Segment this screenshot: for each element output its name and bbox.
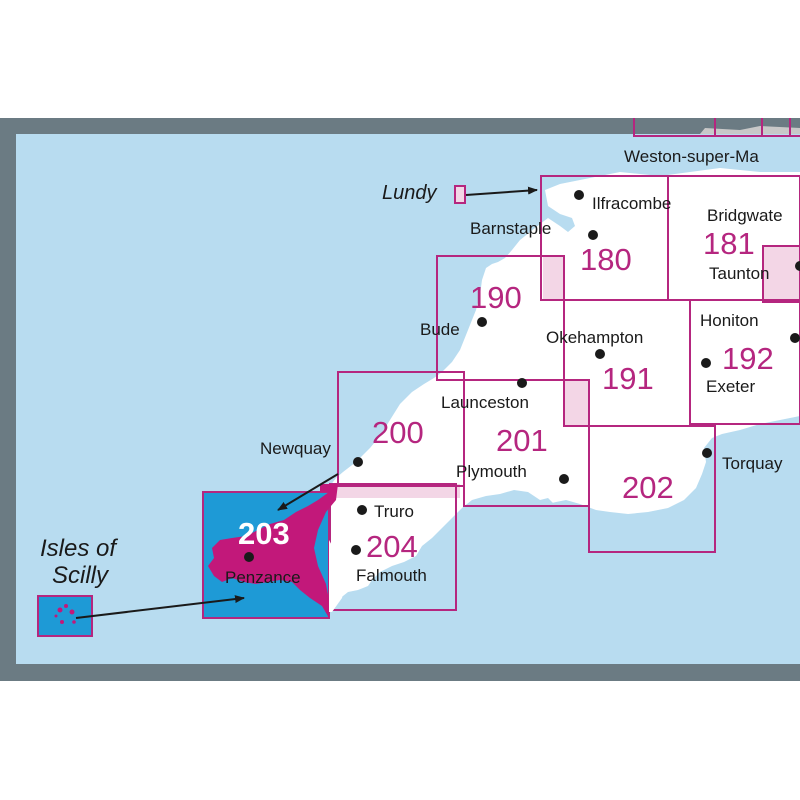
place-truro: Truro xyxy=(374,502,414,521)
place-bridgwater: Bridgwate xyxy=(707,206,783,225)
wales-coast xyxy=(700,126,800,134)
place-bude: Bude xyxy=(420,320,460,339)
dot-bude xyxy=(477,317,487,327)
land-lizard xyxy=(329,540,346,612)
sheet-203-land xyxy=(208,484,338,618)
sheet-202-outline xyxy=(588,425,716,553)
dot-ilfracombe xyxy=(574,190,584,200)
overlap-191-201 xyxy=(565,380,589,426)
dot-penzance xyxy=(244,552,254,562)
land-mainland xyxy=(310,168,800,610)
sheet-outline-north xyxy=(633,118,800,137)
place-honiton: Honiton xyxy=(700,311,759,330)
sheet-192-overlap-outline xyxy=(762,245,800,303)
scilly-islands xyxy=(54,604,76,624)
sheet-label-191: 191 xyxy=(602,361,654,396)
place-scilly: Scilly xyxy=(52,562,110,589)
place-falmouth: Falmouth xyxy=(356,566,427,585)
sheet-192-outline xyxy=(689,299,800,425)
overlap-200-204 xyxy=(330,484,460,498)
lundy-arrow xyxy=(465,186,538,196)
dot-falmouth xyxy=(351,545,361,555)
scilly-box xyxy=(37,595,93,637)
sheet-label-192: 192 xyxy=(722,341,774,376)
dot-honiton xyxy=(790,333,800,343)
place-penzance: Penzance xyxy=(225,568,301,587)
dot-okehampton xyxy=(595,349,605,359)
sheet-label-201: 201 xyxy=(496,423,548,458)
dot-barnstaple xyxy=(588,230,598,240)
dot-plymouth xyxy=(559,474,569,484)
place-exeter: Exeter xyxy=(706,377,755,396)
sheet-label-203: 203 xyxy=(238,516,290,551)
sheet-label-204: 204 xyxy=(366,529,418,564)
sheet-label-181: 181 xyxy=(703,226,755,261)
place-plymouth: Plymouth xyxy=(456,462,527,481)
dot-truro xyxy=(357,505,367,515)
sheet-label-200: 200 xyxy=(372,415,424,450)
overlap-181-192 xyxy=(763,246,800,302)
place-taunton: Taunton xyxy=(709,264,770,283)
dot-newquay xyxy=(353,457,363,467)
place-okehampton: Okehampton xyxy=(546,328,643,347)
place-weston-super-mare: Weston-super-Ma xyxy=(624,147,759,166)
dot-launceston xyxy=(517,378,527,388)
scilly-arrow xyxy=(75,595,245,619)
place-isles-of: Isles of xyxy=(40,535,118,562)
sheet-label-180: 180 xyxy=(580,242,632,277)
dot-torquay xyxy=(702,448,712,458)
overlap-180-190 xyxy=(543,256,563,300)
dot-exeter xyxy=(701,358,711,368)
sheet-203-arrow xyxy=(277,473,339,511)
place-torquay: Torquay xyxy=(722,454,783,473)
lundy-box xyxy=(454,185,466,204)
sheet-label-202: 202 xyxy=(622,470,674,505)
dot-taunton xyxy=(795,261,800,271)
place-barnstaple: Barnstaple xyxy=(470,219,551,238)
sheet-label-190: 190 xyxy=(470,280,522,315)
place-launceston: Launceston xyxy=(441,393,529,412)
place-lundy: Lundy xyxy=(382,182,437,204)
place-newquay: Newquay xyxy=(260,439,331,458)
place-ilfracombe: Ilfracombe xyxy=(592,194,671,213)
